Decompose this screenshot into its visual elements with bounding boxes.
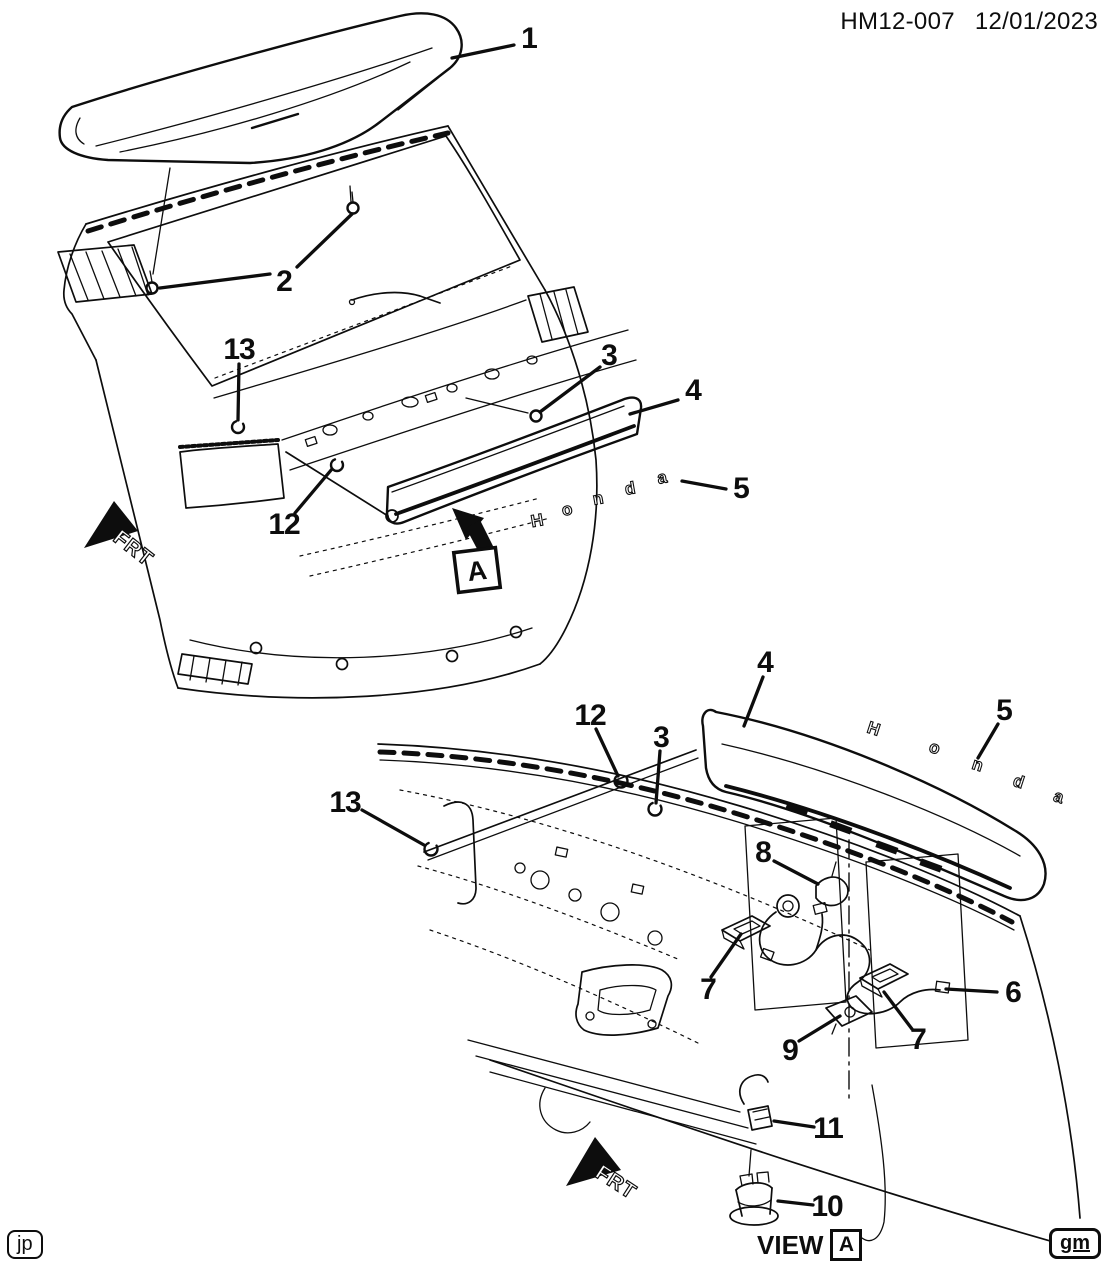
callout-part-7: 7 — [910, 1023, 927, 1056]
callout-part-12: 12 — [574, 699, 606, 732]
upper-view-drawing: H o n d a FRT — [57, 12, 728, 699]
callout-part-4: 4 — [685, 374, 702, 407]
callout-part-5: 5 — [996, 694, 1013, 727]
lower-view-drawing: H o n d a — [360, 675, 1083, 1251]
emblem-letter-o: o — [927, 737, 943, 758]
rear-spoiler — [58, 12, 463, 275]
callout-part-4: 4 — [757, 646, 774, 679]
callout-part-5: 5 — [733, 472, 750, 505]
view-arrow-icon — [452, 508, 484, 540]
fasteners-and-parts-lower — [423, 773, 951, 1226]
front-arrow-icon — [84, 501, 138, 548]
view-letter-box: A — [830, 1229, 863, 1261]
view-label: VIEW — [757, 1229, 824, 1260]
callout-part-2: 2 — [276, 265, 293, 298]
front-direction-marker-lower: FRT — [566, 1137, 641, 1205]
callout-part-13: 13 — [329, 786, 361, 819]
drawing-number: HM12-007 — [840, 8, 955, 35]
front-direction-marker-upper: FRT — [84, 501, 158, 572]
emblem-letter-a: a — [656, 467, 669, 487]
callout-part-11: 11 — [813, 1112, 844, 1145]
brand-stamp: gm — [1049, 1228, 1101, 1259]
callout-part-1: 1 — [521, 22, 538, 55]
view-marker-letter: A — [466, 555, 489, 587]
liftgate-applique-upper — [285, 396, 643, 525]
emblem-letter-o: o — [560, 499, 574, 520]
emblem-letter-d: d — [1011, 771, 1027, 792]
emblem-letter-n: n — [591, 488, 605, 509]
emblem-letter-h: H — [865, 718, 883, 740]
callout-part-8: 8 — [755, 836, 772, 869]
author-stamp: jp — [7, 1230, 43, 1259]
callout-part-12: 12 — [268, 508, 300, 541]
vehicle-rear-body — [57, 125, 637, 699]
callout-part-7: 7 — [700, 973, 717, 1006]
callout-part-6: 6 — [1005, 976, 1022, 1009]
emblem-letter-h: H — [529, 510, 544, 531]
honda-emblem-lower: H o n d a — [864, 717, 1067, 808]
liftgate-applique-lower — [701, 708, 1047, 902]
honda-emblem-upper: H o n d a — [529, 467, 670, 532]
callout-part-3: 3 — [653, 721, 670, 754]
leader-lines-lower — [360, 675, 1000, 1207]
callout-part-13: 13 — [223, 333, 255, 366]
emblem-letter-a: a — [1051, 786, 1066, 807]
front-arrow-icon — [566, 1137, 621, 1186]
drawing-date: 12/01/2023 — [974, 8, 1098, 35]
gm-logo: gm — [1060, 1232, 1090, 1254]
liftgate-inner-panel — [377, 743, 1083, 1251]
callout-part-10: 10 — [811, 1190, 843, 1223]
emblem-letter-d: d — [623, 478, 637, 499]
callout-part-3: 3 — [601, 339, 618, 372]
view-a-caption: VIEW A — [757, 1229, 863, 1261]
leader-lines-upper — [158, 43, 728, 515]
callout-part-9: 9 — [782, 1034, 799, 1067]
drawing-header: HM12-007 12/01/2023 — [840, 8, 1098, 36]
detail-view-marker: A — [451, 508, 503, 595]
